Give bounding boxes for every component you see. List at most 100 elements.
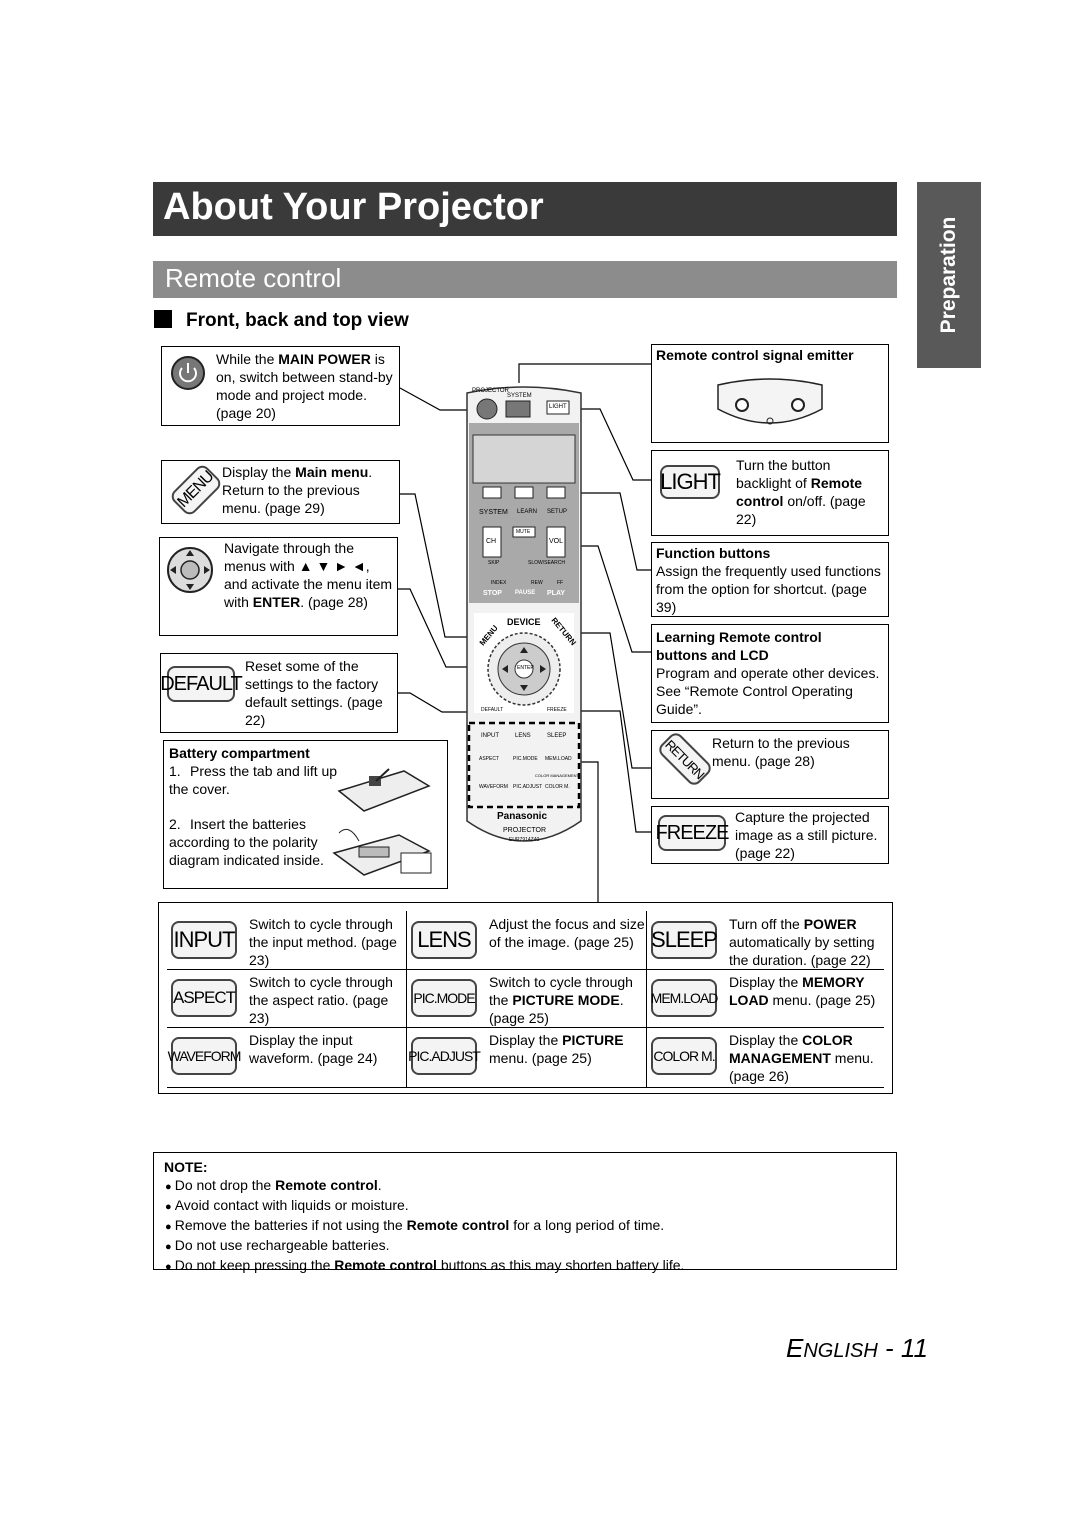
remote-model-label: PROJECTOR (503, 827, 547, 834)
grid-cell-text: Display the PICTURE menu. (page 25) (489, 1032, 624, 1066)
light-text: Turn the button backlight of Remote cont… (736, 457, 866, 527)
bullet-icon: ● (165, 1261, 175, 1273)
remote-enter-button[interactable]: ENTER (517, 665, 534, 671)
remote-control-illustration: PROJECTOR SYSTEM LIGHT SYSTEM LEARN SETU… (461, 383, 587, 863)
emitter-title: Remote control signal emitter (656, 347, 854, 363)
note-item: ● Do not drop the Remote control. (165, 1177, 382, 1193)
battery-insert-illustration (332, 828, 432, 876)
remote-projector-label: PROJECTOR (472, 388, 509, 394)
remote-colorm-button[interactable]: COLOR M. (545, 784, 570, 790)
note-item: ● Do not keep pressing the Remote contro… (165, 1257, 685, 1273)
remote-play-button[interactable]: PLAY (547, 590, 566, 597)
learning-callout: Learning Remote control buttons and LCD … (651, 624, 889, 723)
main-power-callout: While the MAIN POWER is on, switch betwe… (161, 346, 400, 426)
function-text: Assign the frequently used functions fro… (656, 563, 881, 615)
remote-mute-button[interactable]: MUTE (516, 529, 531, 535)
remote-stop-button[interactable]: STOP (483, 590, 502, 597)
learning-text: Program and operate other devices. See “… (656, 665, 880, 717)
menu-key-icon: MENU (168, 462, 224, 518)
grid-cell-text: Adjust the focus and size of the image. … (489, 916, 645, 950)
note-item: ● Avoid contact with liquids or moisture… (165, 1197, 409, 1213)
page-footer: ENGLISH - 11 (786, 1333, 928, 1363)
remote-input-button[interactable]: INPUT (481, 733, 499, 739)
navigation-pad-icon (167, 547, 213, 593)
default-key-icon: DEFAULT (160, 666, 243, 702)
battery-step-2: 2.Insert the batteries according to the … (169, 816, 324, 868)
function-title: Function buttons (656, 545, 771, 561)
page-title: About Your Projector (163, 186, 544, 228)
remote-pause-button[interactable]: PAUSE (515, 590, 536, 596)
menu-text: Display the Main menu. Return to the pre… (222, 464, 373, 516)
remote-index-label: INDEX (491, 580, 507, 586)
grid-cell-text: Display the input waveform. (page 24) (249, 1032, 378, 1066)
heading-square-icon (154, 310, 172, 328)
remote-sleep-button[interactable]: SLEEP (547, 733, 567, 739)
remote-skip-label: SKIP (488, 560, 500, 566)
note-title: NOTE: (164, 1159, 208, 1175)
freeze-text: Capture the projected image as a still p… (735, 809, 878, 861)
remote-aspect-button[interactable]: ASPECT (479, 756, 500, 762)
main-power-text: While the MAIN POWER is on, switch betwe… (216, 351, 393, 421)
navigate-callout: Navigate through the menus with ▲ ▼ ► ◄,… (159, 537, 398, 636)
learning-title: Learning Remote control buttons and LCD (656, 629, 822, 663)
battery-callout: Battery compartment 1.Press the tab and … (163, 740, 448, 889)
battery-title: Battery compartment (169, 745, 310, 761)
waveform-key-icon: WAVEFORM (168, 1037, 241, 1075)
grid-cell-text: Display the COLOR MANAGEMENT menu. (page… (729, 1032, 874, 1084)
remote-memload-button[interactable]: MEM.LOAD (545, 756, 572, 762)
remote-lens-button[interactable]: LENS (515, 733, 531, 739)
remote-picmode-button[interactable]: PIC.MODE (513, 756, 538, 762)
remote-system-label: SYSTEM (507, 393, 532, 399)
signal-emitter-illustration (717, 378, 823, 425)
remote-system-row-0: SYSTEM (479, 509, 508, 516)
bullet-icon: ● (165, 1181, 175, 1193)
grid-cell-text: Switch to cycle through the aspect ratio… (249, 974, 393, 1026)
bullet-icon: ● (165, 1241, 175, 1253)
footer-page-number: 11 (900, 1333, 928, 1363)
remote-ff-label: FF (557, 580, 564, 586)
section-title: Remote control (165, 263, 342, 293)
default-text: Reset some of the settings to the factor… (245, 658, 383, 728)
freeze-callout: FREEZE Capture the projected image as a … (651, 806, 889, 864)
grid-cell-text: Display the MEMORY LOAD menu. (page 25) (729, 974, 876, 1008)
page-title-bar: About Your Projector (153, 182, 897, 236)
button-grid: INPUT Switch to cycle through the input m… (158, 902, 893, 1094)
note-box: NOTE: ● Do not drop the Remote control.●… (153, 1152, 897, 1273)
pic-mode-key-icon: PIC.MODE (411, 979, 477, 1017)
remote-rew-label: REW (531, 580, 543, 586)
grid-cell-text: Switch to cycle through the input method… (249, 916, 397, 968)
remote-learn-button[interactable]: LEARN (517, 509, 538, 515)
default-callout: DEFAULT Reset some of the settings to th… (160, 653, 398, 733)
lens-key-icon: LENS (411, 921, 477, 959)
subsection-heading-text: Front, back and top view (186, 310, 409, 331)
footer-language: ENGLISH (786, 1333, 878, 1363)
navigate-text: Navigate through the menus with ▲ ▼ ► ◄,… (224, 540, 393, 610)
remote-default-button[interactable]: DEFAULT (481, 707, 504, 713)
sleep-key-icon: SLEEP (651, 921, 718, 959)
remote-slowsearch-label: SLOW/SEARCH (528, 560, 565, 566)
input-key-icon: INPUT (171, 921, 237, 959)
aspect-key-icon: ASPECT (171, 979, 237, 1017)
bullet-icon: ● (165, 1201, 175, 1213)
grid-cell-text: Turn off the POWER automatically by sett… (729, 916, 875, 968)
remote-setup-button[interactable]: SETUP (547, 509, 568, 515)
function-callout: Function buttons Assign the frequently u… (651, 542, 889, 617)
freeze-key-icon: FREEZE (656, 815, 729, 851)
power-icon (171, 356, 205, 390)
remote-picadjust-button[interactable]: PIC.ADJUST (513, 784, 543, 790)
remote-brand-logo: Panasonic (497, 811, 548, 822)
side-tab[interactable]: Preparation (917, 182, 981, 368)
note-item: ● Do not use rechargeable batteries. (165, 1237, 390, 1253)
light-callout: LIGHT Turn the button backlight of Remot… (651, 450, 889, 536)
remote-light-button[interactable]: LIGHT (549, 404, 567, 410)
remote-freeze-button[interactable]: FREEZE (547, 707, 567, 713)
emitter-callout: Remote control signal emitter (651, 344, 889, 443)
remote-waveform-button[interactable]: WAVEFORM (479, 784, 508, 790)
return-key-icon: RETURN (656, 730, 714, 788)
subsection-heading: Front, back and top view (154, 310, 409, 332)
color-m-key-icon: COLOR M. (651, 1037, 717, 1075)
mem-load-key-icon: MEM.LOAD (651, 979, 718, 1017)
section-title-bar: Remote control (153, 261, 897, 298)
menu-callout: MENU Display the Main menu. Return to th… (161, 460, 400, 524)
bullet-icon: ● (165, 1221, 175, 1233)
